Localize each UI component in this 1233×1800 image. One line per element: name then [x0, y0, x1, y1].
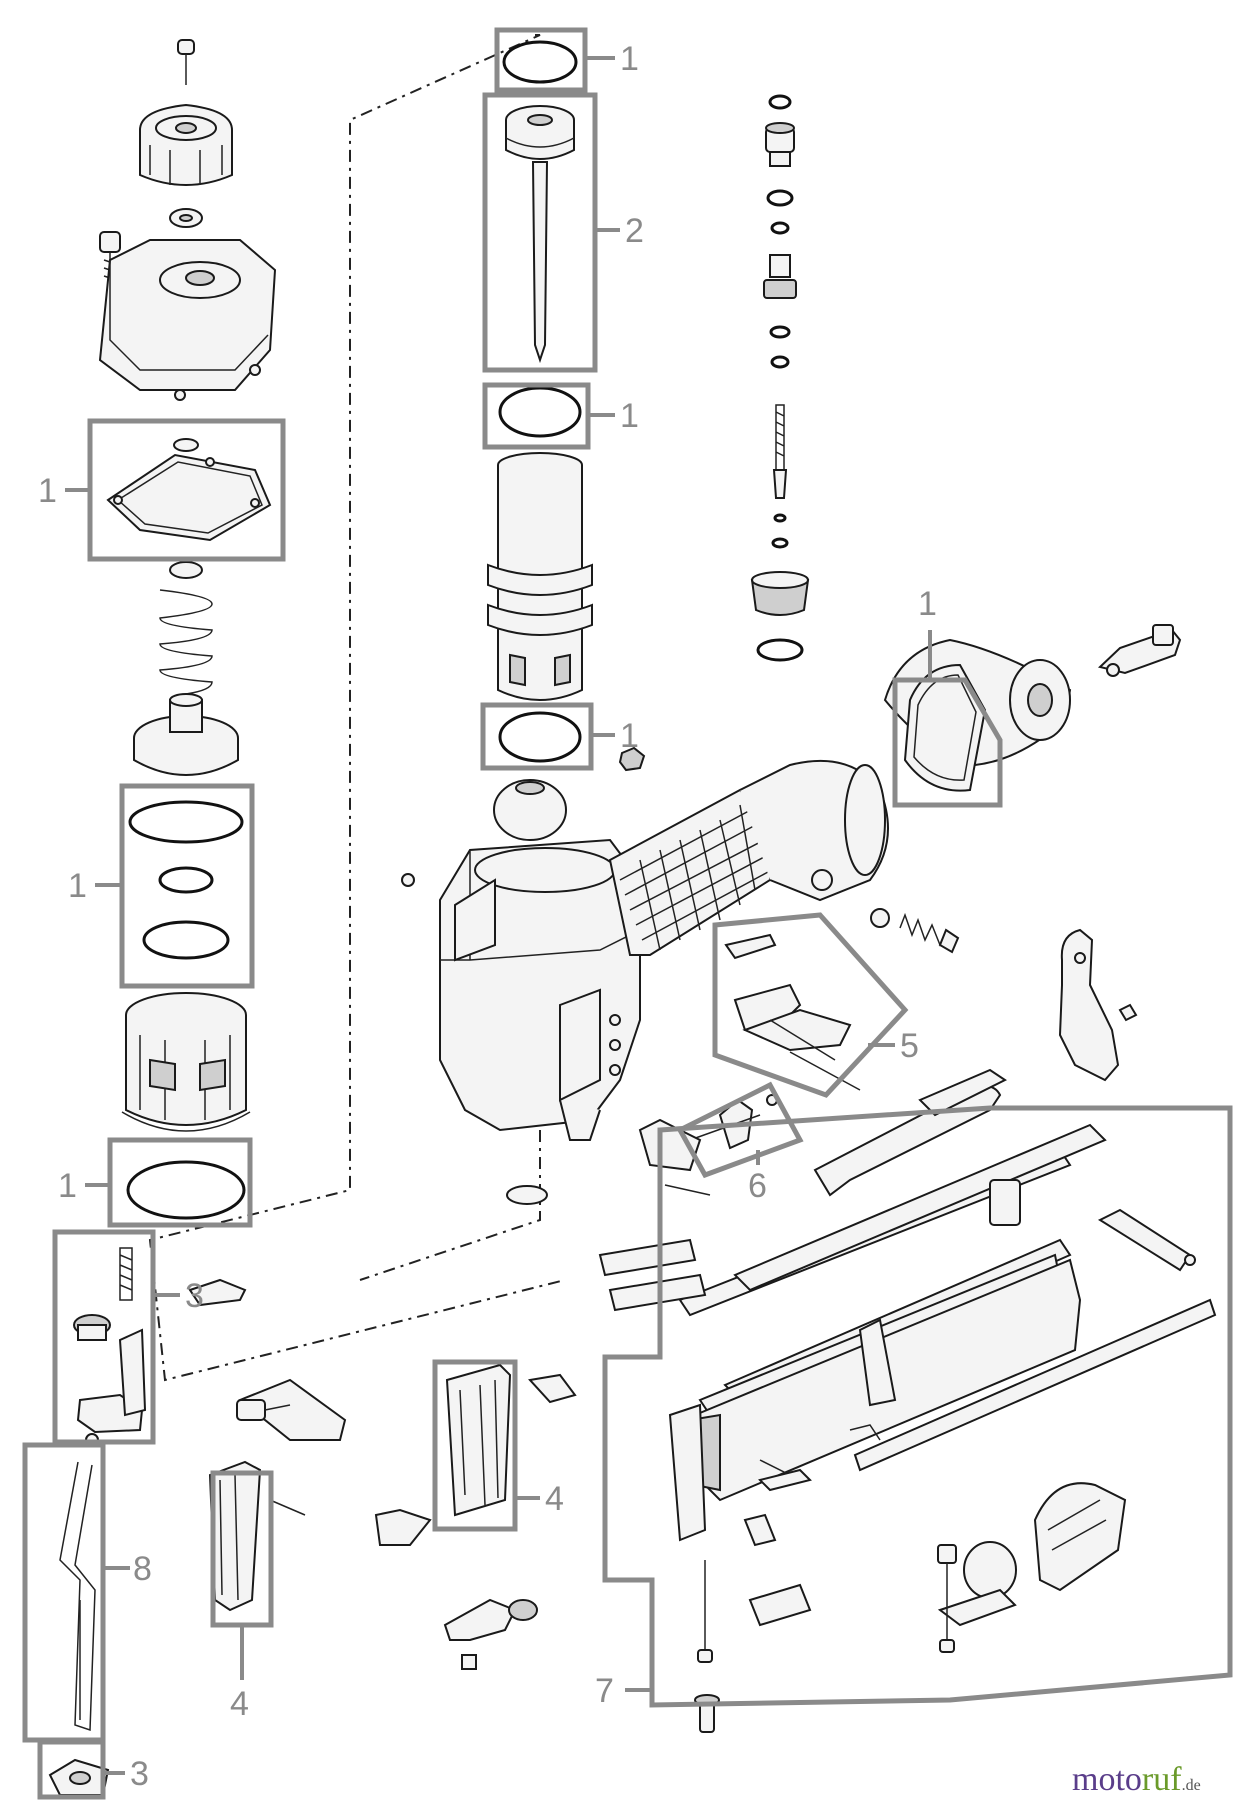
mid-o-ring: [498, 386, 582, 438]
callout-2: 2: [625, 212, 644, 250]
callout-labels: 1 2 1 1 1 1 1 3 8 3 4 4 1 5 6 7: [38, 40, 937, 1793]
head-washer: [169, 208, 203, 228]
magazine-assembly: [598, 1068, 1217, 1733]
trigger-rod: [59, 1461, 96, 1732]
top-o-ring: [502, 40, 578, 84]
callout-frames: [22, 27, 1233, 1800]
bumper: [493, 779, 567, 841]
callout-6: 6: [748, 1167, 767, 1205]
callout-1-lower: 1: [620, 717, 639, 755]
base-washer: [506, 1185, 548, 1205]
gasket-1: [106, 438, 272, 542]
callout-1-endcap: 1: [918, 585, 937, 623]
callout-3-lower: 3: [130, 1755, 149, 1793]
seal-small: [169, 561, 203, 579]
center-line: [148, 34, 566, 1382]
callout-4-right: 4: [545, 1480, 564, 1518]
callout-4-left: 4: [230, 1685, 249, 1723]
handle-pin: [811, 869, 833, 891]
lower-o-ring: [498, 711, 582, 763]
callout-1-gasket: 1: [38, 472, 57, 510]
brand-watermark: motoruf.de: [1072, 1761, 1201, 1798]
bottom-nut: [48, 1758, 110, 1796]
callout-1-orings: 1: [68, 867, 87, 905]
callout-1-bumper: 1: [58, 1167, 77, 1205]
callout-1-mid: 1: [620, 397, 639, 435]
cylinder: [487, 452, 593, 701]
exhaust-deflector: [139, 103, 233, 186]
callout-1-top: 1: [620, 40, 639, 78]
trigger-spring: [870, 908, 960, 954]
small-nut: [618, 746, 646, 772]
o-ring-set: [128, 800, 244, 960]
trigger-lever-assembly: [73, 1247, 147, 1447]
latch-assembly: [188, 1278, 577, 1670]
watermark-brand: motoruf.de: [1072, 1761, 1201, 1798]
piston-cylinder-assembly: [487, 40, 646, 841]
head-valve: [133, 693, 239, 776]
bumper-o-ring: [126, 1160, 246, 1220]
piston-driver: [505, 105, 575, 364]
callout-3-upper: 3: [185, 1277, 204, 1315]
cap-screw-top: [177, 39, 195, 85]
housing: [439, 838, 641, 1141]
tool-body: [401, 759, 889, 1205]
cylinder-cap: [98, 239, 277, 401]
callout-7: 7: [595, 1672, 614, 1710]
return-spring: [159, 589, 213, 695]
side-bracket: [1058, 928, 1138, 1082]
cylinder-sleeve: [121, 992, 251, 1132]
handle-grip: [608, 788, 771, 956]
body-screw-left: [401, 873, 415, 887]
trigger-parts: [724, 933, 861, 1091]
handle-end: [739, 759, 889, 902]
callout-8: 8: [133, 1550, 152, 1588]
trigger-valve-stack: [750, 94, 810, 662]
callout-5: 5: [900, 1027, 919, 1065]
head-assembly: [98, 39, 277, 1220]
